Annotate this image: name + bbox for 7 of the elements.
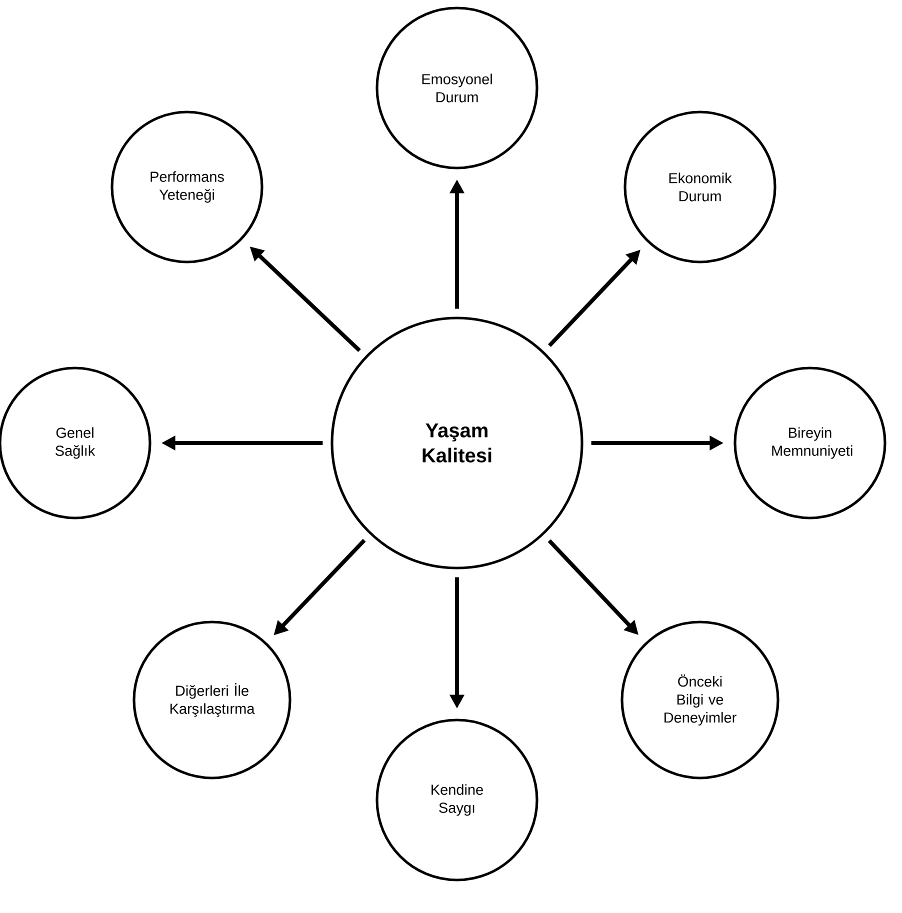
circle-node: Emosyonel Durum xyxy=(376,6,538,170)
circle-node: Performans Yeteneği xyxy=(110,110,264,264)
circle-node: Kendine Saygı xyxy=(376,718,538,882)
circle-node: Bireyin Memnuniyeti xyxy=(734,366,886,520)
circle-node: Önceki Bilgi ve Deneyimler xyxy=(620,620,780,780)
circle-node: Diğerleri İle Karşılaştırma xyxy=(132,620,292,780)
circle-node: Ekonomik Durum xyxy=(624,110,776,264)
